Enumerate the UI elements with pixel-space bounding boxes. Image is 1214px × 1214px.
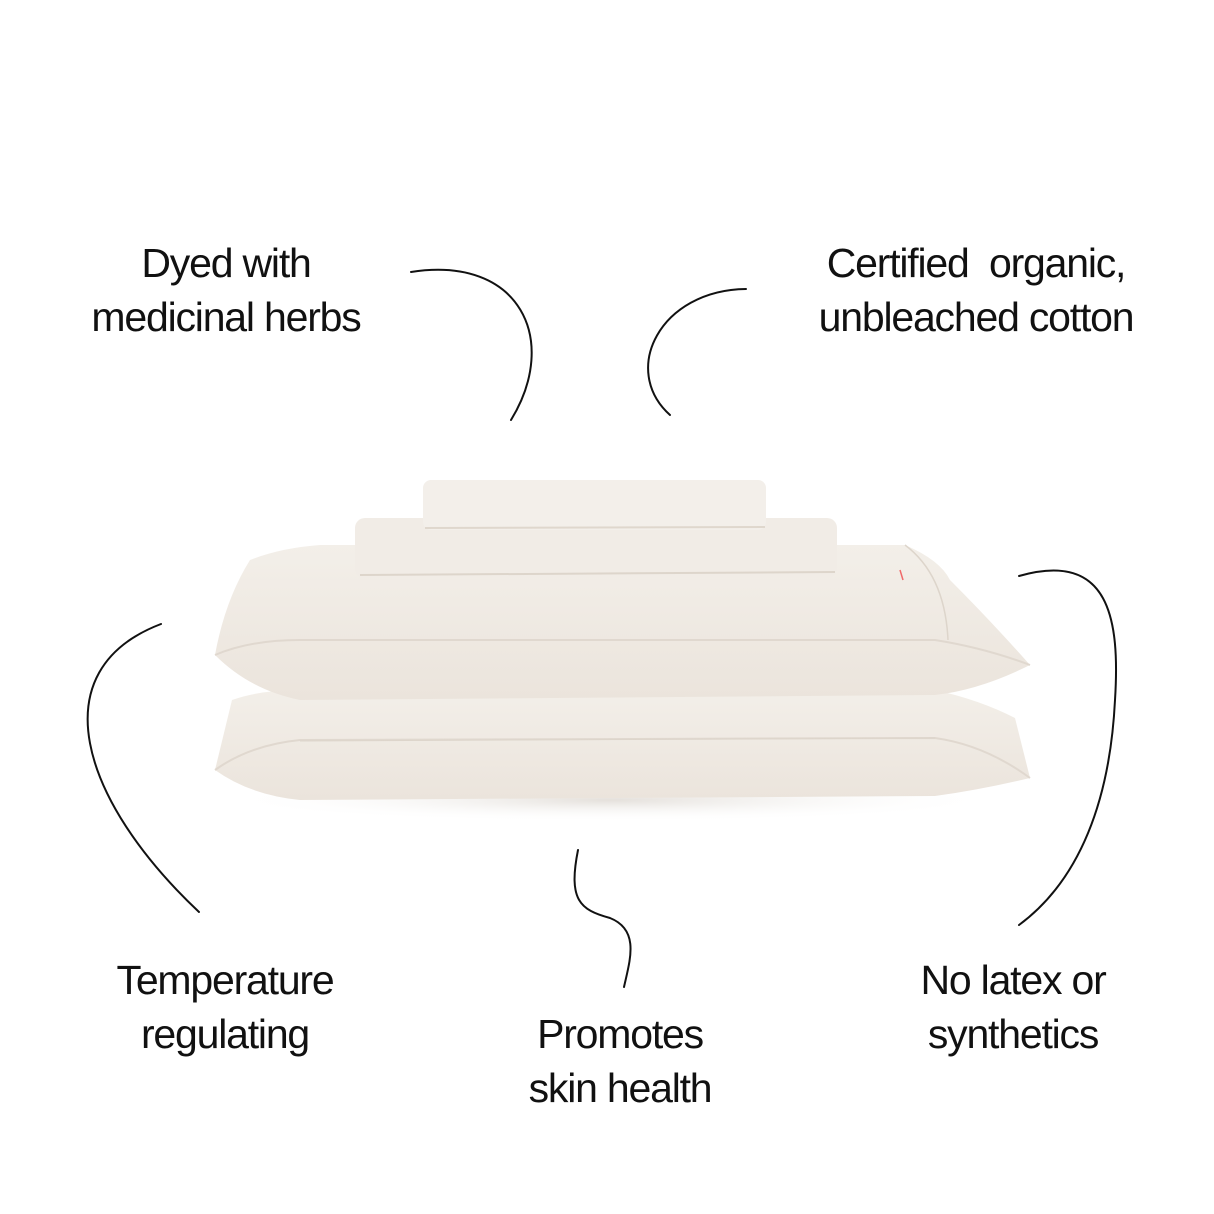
pillow-top [214,544,1031,700]
feature-label-dyed: Dyed with medicinal herbs [64,236,388,344]
feature-label-skin: Promotes skin health [500,1007,740,1115]
feature-line: regulating [140,1011,310,1057]
feature-line: Certified organic, [826,240,1127,286]
feature-line: synthetics [927,1011,1100,1057]
callout-line-skin [573,849,632,988]
feature-line: Temperature [116,957,335,1003]
folded-sheet [355,518,837,578]
feature-line: unbleached cotton [818,294,1135,340]
callout-line-latex [1018,569,1118,926]
callout-line-dyed [410,268,533,421]
feature-line: Dyed with [141,240,311,286]
feature-line: skin health [528,1065,713,1111]
pillow-bottom [214,690,1031,800]
callout-line-temperature [86,623,200,913]
feature-label-organic: Certified organic, unbleached cotton [776,236,1176,344]
feature-line: Promotes [537,1011,704,1057]
callout-line-organic [647,288,747,416]
feature-line: medicinal herbs [91,294,361,340]
feature-label-temperature: Temperature regulating [80,953,370,1061]
feature-label-latex: No latex or synthetics [893,953,1133,1061]
feature-line: No latex or [920,957,1106,1003]
folded-pillowcase [423,480,766,530]
